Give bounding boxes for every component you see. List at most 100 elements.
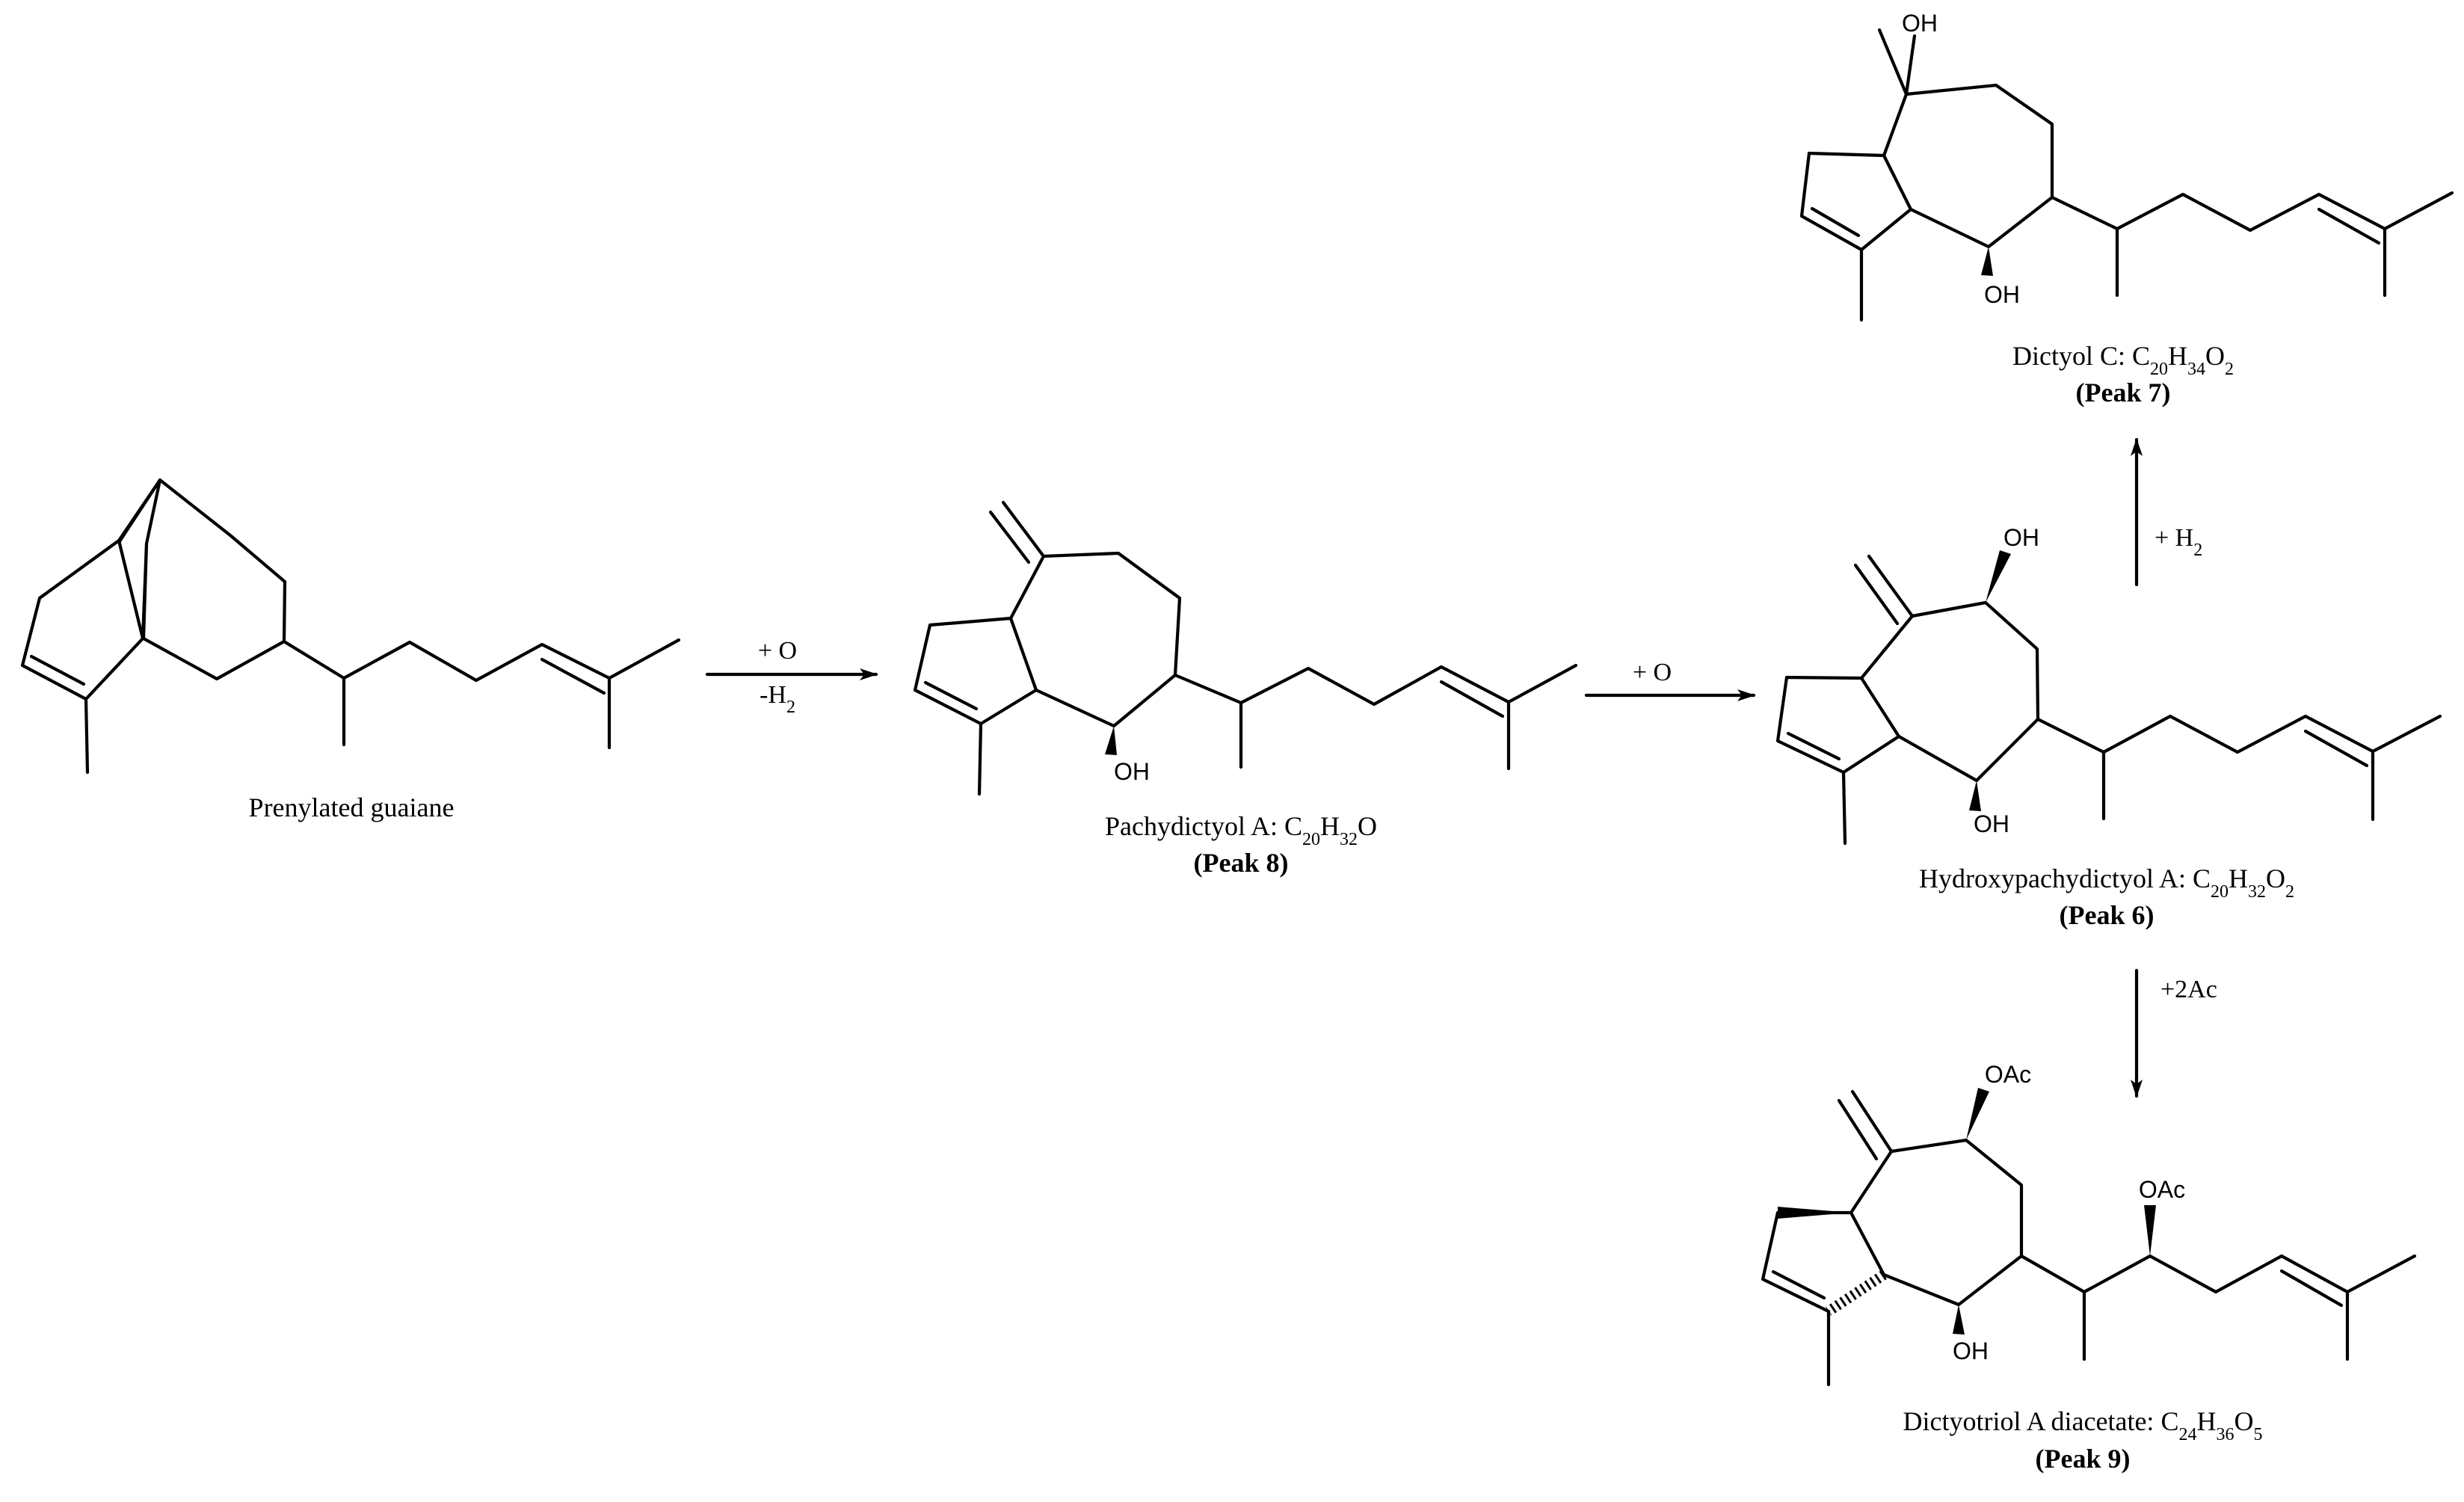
wedge-bond-oh-bottom [1969,781,1981,811]
atom-oh-top: OH [2003,524,2039,551]
formula-part: C [2132,341,2150,371]
atom-oh-top: OH [1902,10,1938,37]
formula-subscript: 5 [2253,1425,2262,1444]
formula-part: C [1284,811,1302,841]
bond-rings [1775,600,2040,783]
atom-oh: OH [1114,758,1150,785]
bond-side-chain [2019,1254,2417,1361]
bond-exo-methylene [1853,554,1915,626]
formula-subscript: 2 [2193,541,2202,560]
compound-name: Hydroxypachydictyol A: C20H32O2 [1919,864,2294,902]
structure-dictyol-c: OH OH Dictyol C: C20H34O2 (Peak 7) [1799,10,2454,407]
bond-side-double [540,657,606,695]
compound-formula: C20H32O2 [2193,864,2294,902]
formula-part: O [2266,864,2285,893]
arrow-label: +2Ac [2160,976,2217,1003]
bond-rings [913,551,1182,728]
bond-side-double [2279,1269,2344,1308]
compound-formula: C20H32O [1284,811,1377,849]
structure-pachydictyol-a: OH Pachydictyol A: C20H32O (Peak 8) [913,500,1578,878]
formula-part: H [1320,811,1340,841]
compound-name: Dictyotriol A diacetate: C24H36O5 [1903,1406,2263,1444]
hashed-bond-ring-fusion [1826,1270,1887,1316]
formula-part: O [2205,341,2225,371]
reaction-arrow-r2: + O [1584,659,1756,701]
formula-part: O [2234,1406,2253,1436]
peak-label: (Peak 6) [2060,900,2155,930]
bond-side-chain [1173,663,1578,771]
bond-c-oh [1904,34,1917,96]
bond-rings [20,478,162,701]
bond-ring-double [29,654,86,686]
formula-subscript: 32 [1340,830,1358,849]
bond-ring-double [1786,731,1841,761]
formula-subscript: 32 [2248,882,2266,902]
formula-part: C [2160,1406,2178,1436]
compound-formula: C20H34O2 [2132,341,2234,379]
formula-subscript: 36 [2216,1425,2234,1444]
bond-side-chain [2050,191,2454,298]
bond-methyl-ring [84,697,90,775]
bond-side-double [1439,680,1505,718]
wedge-bond-oh-top [1986,550,2011,603]
bond-side-double [2317,207,2381,245]
structure-prenylated-guaiane: Prenylated guaiane [20,478,681,822]
atom-oh-bottom: OH [1974,810,2009,837]
formula-part: +2Ac [2160,976,2217,1003]
compound-name-text: Dictyotriol A diacetate: [1903,1406,2161,1436]
formula-subscript: 2 [2225,360,2234,379]
wedge-bond-ring-fusion [1778,1207,1851,1219]
arrow-label: + H2 [2155,524,2202,560]
compound-formula: C24H36O5 [2160,1406,2262,1444]
atom-oac-top: OAc [1985,1061,2031,1088]
formula-subscript: 20 [2150,360,2168,379]
reaction-arrow-r3: + H2 [2131,437,2202,587]
wedge-bond-oh [1953,1305,1965,1335]
wedge-bond-oh [1105,726,1117,755]
formula-part: H [2168,341,2187,371]
compound-name: Pachydictyol A: C20H32O [1105,811,1377,849]
arrow-label-top: + O [758,637,797,665]
atom-oac-side: OAc [2139,1176,2185,1203]
formula-subscript: 24 [2178,1425,2196,1444]
wedge-bond-oh [1981,247,1993,276]
atom-oh: OH [1953,1338,1989,1364]
compound-name: Prenylated guaiane [249,792,455,822]
compound-name: Dictyol C: C20H34O2 [2012,341,2234,379]
reaction-arrow-r4: +2Ac [2131,968,2217,1098]
bond-skeleton [117,478,287,681]
formula-part: H [2196,1406,2216,1436]
bond-side-chain [2036,714,2442,822]
bond-gem-methyl [1877,28,1909,96]
bond-methyl-ring [1841,770,1847,846]
bond-methyl-ring [977,721,983,796]
bond-side-double [2303,729,2369,768]
formula-subscript: 2 [2285,882,2294,902]
compound-name-text: Pachydictyol A: [1105,811,1284,841]
atom-oh-bottom: OH [1984,281,2020,308]
bond-ring-double [1810,206,1861,238]
structure-dictyotriol-a-diacetate: OAc OAc OH Dictyotriol A diacetate: C24H… [1761,1061,2417,1474]
bond-ring-double [1771,1269,1826,1300]
peak-label: (Peak 8) [1194,848,1289,878]
bond-ring-double [923,680,979,711]
bond-exo-methylene [1837,1089,1894,1161]
bond-side-chain [282,638,681,750]
formula-part: O [1358,811,1377,841]
reaction-arrow-r1: + O -H2 [705,637,878,717]
bond-exo-methylene [988,500,1046,564]
formula-part: -H [760,681,786,709]
formula-subscript: 20 [1302,830,1320,849]
peak-label: (Peak 9) [2036,1444,2131,1474]
compound-name-text: Hydroxypachydictyol A: [1919,864,2193,893]
wedge-bond-oac-top [1966,1088,1989,1140]
formula-part: + O [758,637,797,665]
formula-subscript: 20 [2211,882,2229,902]
arrow-label-bottom: -H2 [760,681,795,717]
compound-name-text: Dictyol C: [2012,341,2132,371]
formula-subscript: 2 [786,698,795,717]
formula-part: C [2193,864,2211,893]
structure-hydroxypachydictyol-a: OH OH Hydroxypachydictyol A: C20H32O2 (P… [1775,524,2442,930]
formula-part: H [2229,864,2248,893]
